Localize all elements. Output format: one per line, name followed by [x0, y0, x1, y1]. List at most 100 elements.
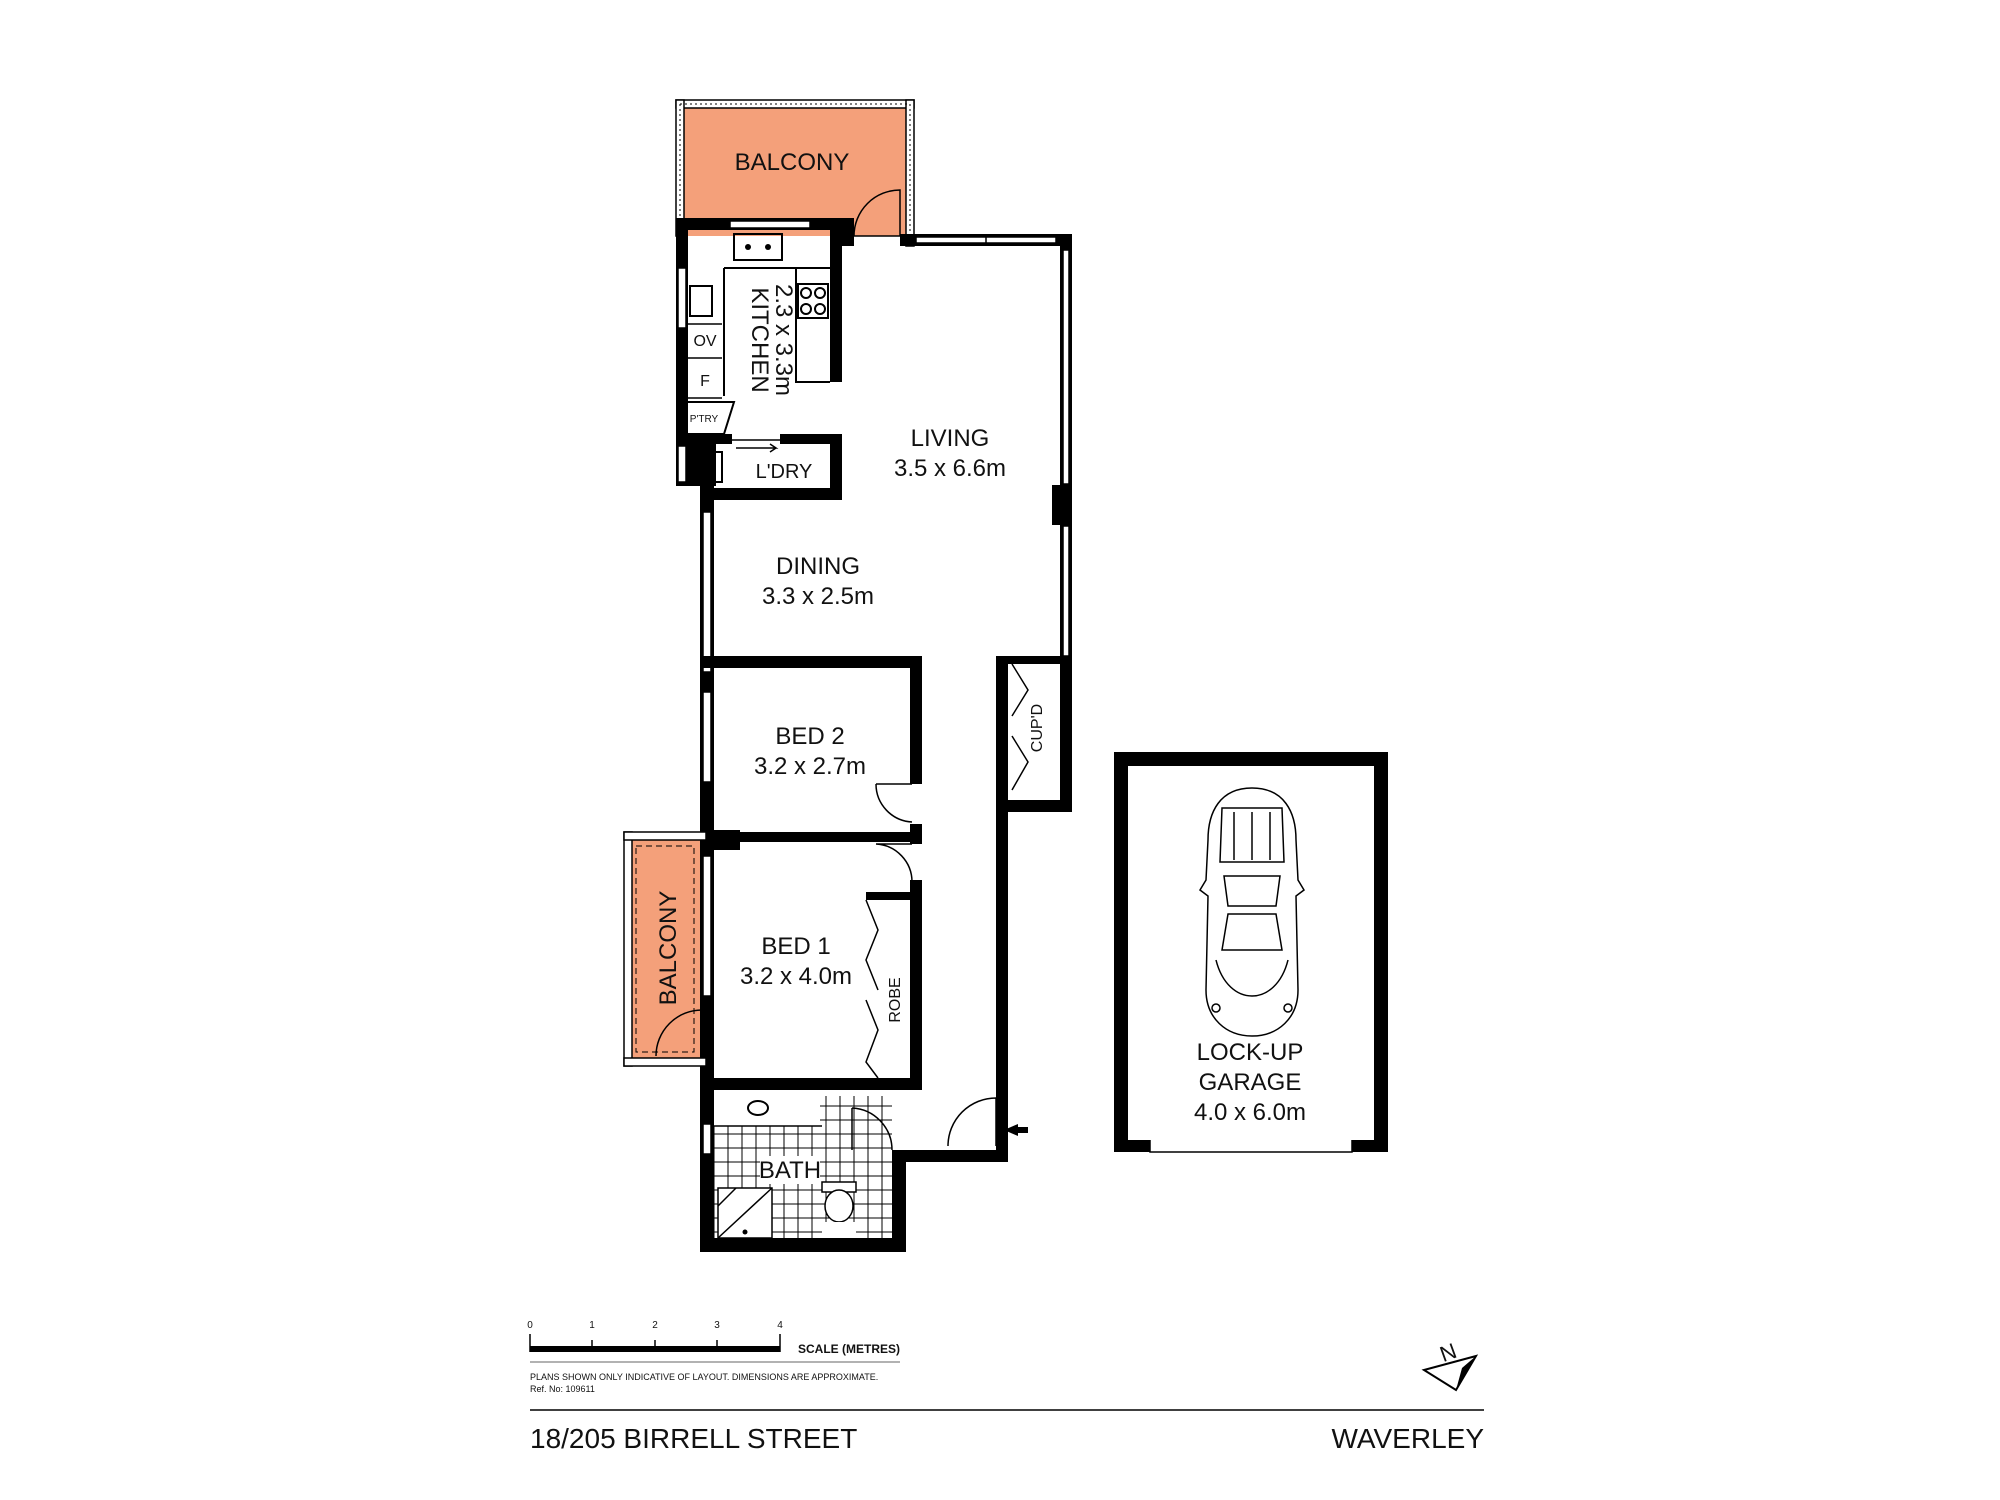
- cooktop-burner-2: [814, 287, 826, 299]
- scale-tick-0: 0: [527, 1320, 533, 1331]
- living-dims: 3.5 x 6.6m: [894, 455, 1006, 482]
- bed1-right-wall: [910, 894, 922, 1090]
- cupboard-label: CUP'D: [1029, 704, 1046, 752]
- bath-right-wall-upper: [892, 1150, 906, 1170]
- balcony-top: BALCONY: [675, 99, 915, 247]
- laundry-window: [677, 445, 687, 483]
- scale-tick-3: 3: [714, 1320, 720, 1331]
- north-label: N: [1436, 1338, 1459, 1367]
- cupboard-bifold-doors: [1011, 663, 1029, 791]
- bed2: BED 2 3.2 x 2.7m: [700, 656, 922, 850]
- garage-dims: 4.0 x 6.0m: [1194, 1099, 1306, 1126]
- scale-tick-4: 4: [777, 1320, 783, 1331]
- entry-arrow-icon: [1004, 1124, 1028, 1136]
- scale-ref: Ref. No: 109611: [530, 1384, 595, 1394]
- bath-label-box: [760, 1156, 820, 1184]
- garage-label-2: GARAGE: [1199, 1069, 1302, 1096]
- bed1-dims: 3.2 x 4.0m: [740, 963, 852, 990]
- scale-tick-1: 1: [589, 1320, 595, 1331]
- bed1-label: BED 1: [761, 933, 830, 960]
- living-label: LIVING: [911, 425, 990, 452]
- kitchen-left-window: [677, 267, 687, 329]
- kitchen-right-wall: [830, 230, 842, 382]
- bed1-door-swing: [875, 843, 913, 883]
- bed2-label: BED 2: [775, 723, 844, 750]
- laundry-tub-drain: [704, 464, 710, 470]
- living-right-wall-post: [1052, 485, 1062, 525]
- cupboard-top-wall: [1008, 656, 1072, 664]
- living-right-window-2: [1062, 525, 1070, 657]
- kitchen-sink: [733, 233, 783, 261]
- fridge-label: F: [700, 373, 710, 390]
- kitchen-sink-drain-2: [765, 244, 771, 250]
- kitchen-cooktop: [797, 283, 829, 319]
- entry-door-swing: [947, 1097, 997, 1147]
- garage-right-wall: [1374, 752, 1388, 1152]
- balcony-side-rail-bottom: [623, 1057, 707, 1067]
- kitchen-window: [729, 220, 811, 229]
- bed1-left-window: [702, 855, 712, 997]
- balcony-side-rail-top: [623, 831, 707, 841]
- balcony-side-dashed-edge: [635, 845, 695, 1053]
- balcony-top-fill: [680, 106, 910, 236]
- garage-bottom-right: [1352, 1140, 1388, 1152]
- unit-walls: [676, 218, 1072, 1252]
- living-right-window: [1062, 249, 1070, 485]
- footer-suburb: WAVERLEY: [1332, 1423, 1485, 1454]
- balcony-side-door-swing: [655, 1009, 703, 1057]
- scale-label: SCALE (METRES): [798, 1342, 900, 1356]
- balcony-side-rail-left: [623, 831, 633, 1067]
- bath-basin: [747, 1100, 769, 1116]
- bath-shower-screen: [717, 1187, 773, 1239]
- balcony-top-rail-hatch: [679, 103, 911, 242]
- cupboard-bottom-wall: [996, 800, 1072, 812]
- laundry-top-wall-right: [780, 434, 842, 444]
- cooktop-burner-1: [800, 287, 812, 299]
- bath-shower-drain: [742, 1229, 748, 1235]
- scale-line: [530, 1346, 780, 1352]
- laundry-label: L'DRY: [756, 461, 813, 483]
- bath-left-window: [702, 1123, 712, 1155]
- oven-label: OV: [693, 333, 716, 350]
- robe-top-wall: [866, 892, 922, 900]
- cupboard: CUP'D: [996, 656, 1072, 812]
- garage-label-1: LOCK-UP: [1197, 1039, 1304, 1066]
- bed2-dims: 3.2 x 2.7m: [754, 753, 866, 780]
- entry-door: [947, 1097, 1028, 1147]
- bed2-door-swing: [875, 783, 913, 823]
- laundry-sliding-door: [732, 439, 780, 453]
- kitchen-top-wall-right: [840, 218, 854, 246]
- kitchen-microwave: [689, 285, 713, 317]
- north-arrow-icon: N: [1421, 1338, 1479, 1392]
- kitchen-bench: [723, 267, 830, 396]
- garage: LOCK-UP GARAGE 4.0 x 6.0m: [1114, 752, 1388, 1153]
- bed2-right-wall: [910, 656, 922, 784]
- balcony-side: BALCONY: [623, 831, 707, 1067]
- laundry-tub: [691, 451, 723, 483]
- scale-disclaimer: PLANS SHOWN ONLY INDICATIVE OF LAYOUT. D…: [530, 1372, 878, 1382]
- garage-door-track: [1149, 1140, 1353, 1153]
- balcony-side-label: BALCONY: [655, 891, 682, 1006]
- scale-tick-2: 2: [652, 1320, 658, 1331]
- hall-right-wall: [996, 800, 1008, 1162]
- bed2-top-wall: [700, 656, 922, 668]
- bed2-corner-block: [712, 830, 740, 850]
- kitchen: OV F P'TRY KITCHEN 2.3 x 3.3m: [688, 230, 842, 435]
- bath-label: BATH: [759, 1157, 821, 1184]
- kitchen-sink-drain-1: [745, 244, 751, 250]
- car-icon: [1199, 787, 1305, 1037]
- pantry-label: P'TRY: [690, 414, 719, 425]
- balcony-door-swing: [853, 189, 901, 237]
- bed1: ROBE BED 1 3.2 x 4.0m: [712, 843, 922, 1090]
- balcony-top-label: BALCONY: [735, 149, 850, 176]
- entry-bottom-wall: [896, 1150, 1008, 1162]
- laundry-top-wall: [688, 434, 732, 444]
- bath-toilet-bowl: [824, 1189, 854, 1223]
- cupboard-left-wall: [996, 656, 1008, 812]
- bathroom: BATH: [714, 1090, 893, 1239]
- robe-bifold-doors: [865, 899, 879, 1079]
- laundry: L'DRY: [688, 434, 842, 500]
- garage-bottom-left: [1114, 1140, 1150, 1152]
- garage-left-wall: [1114, 752, 1128, 1152]
